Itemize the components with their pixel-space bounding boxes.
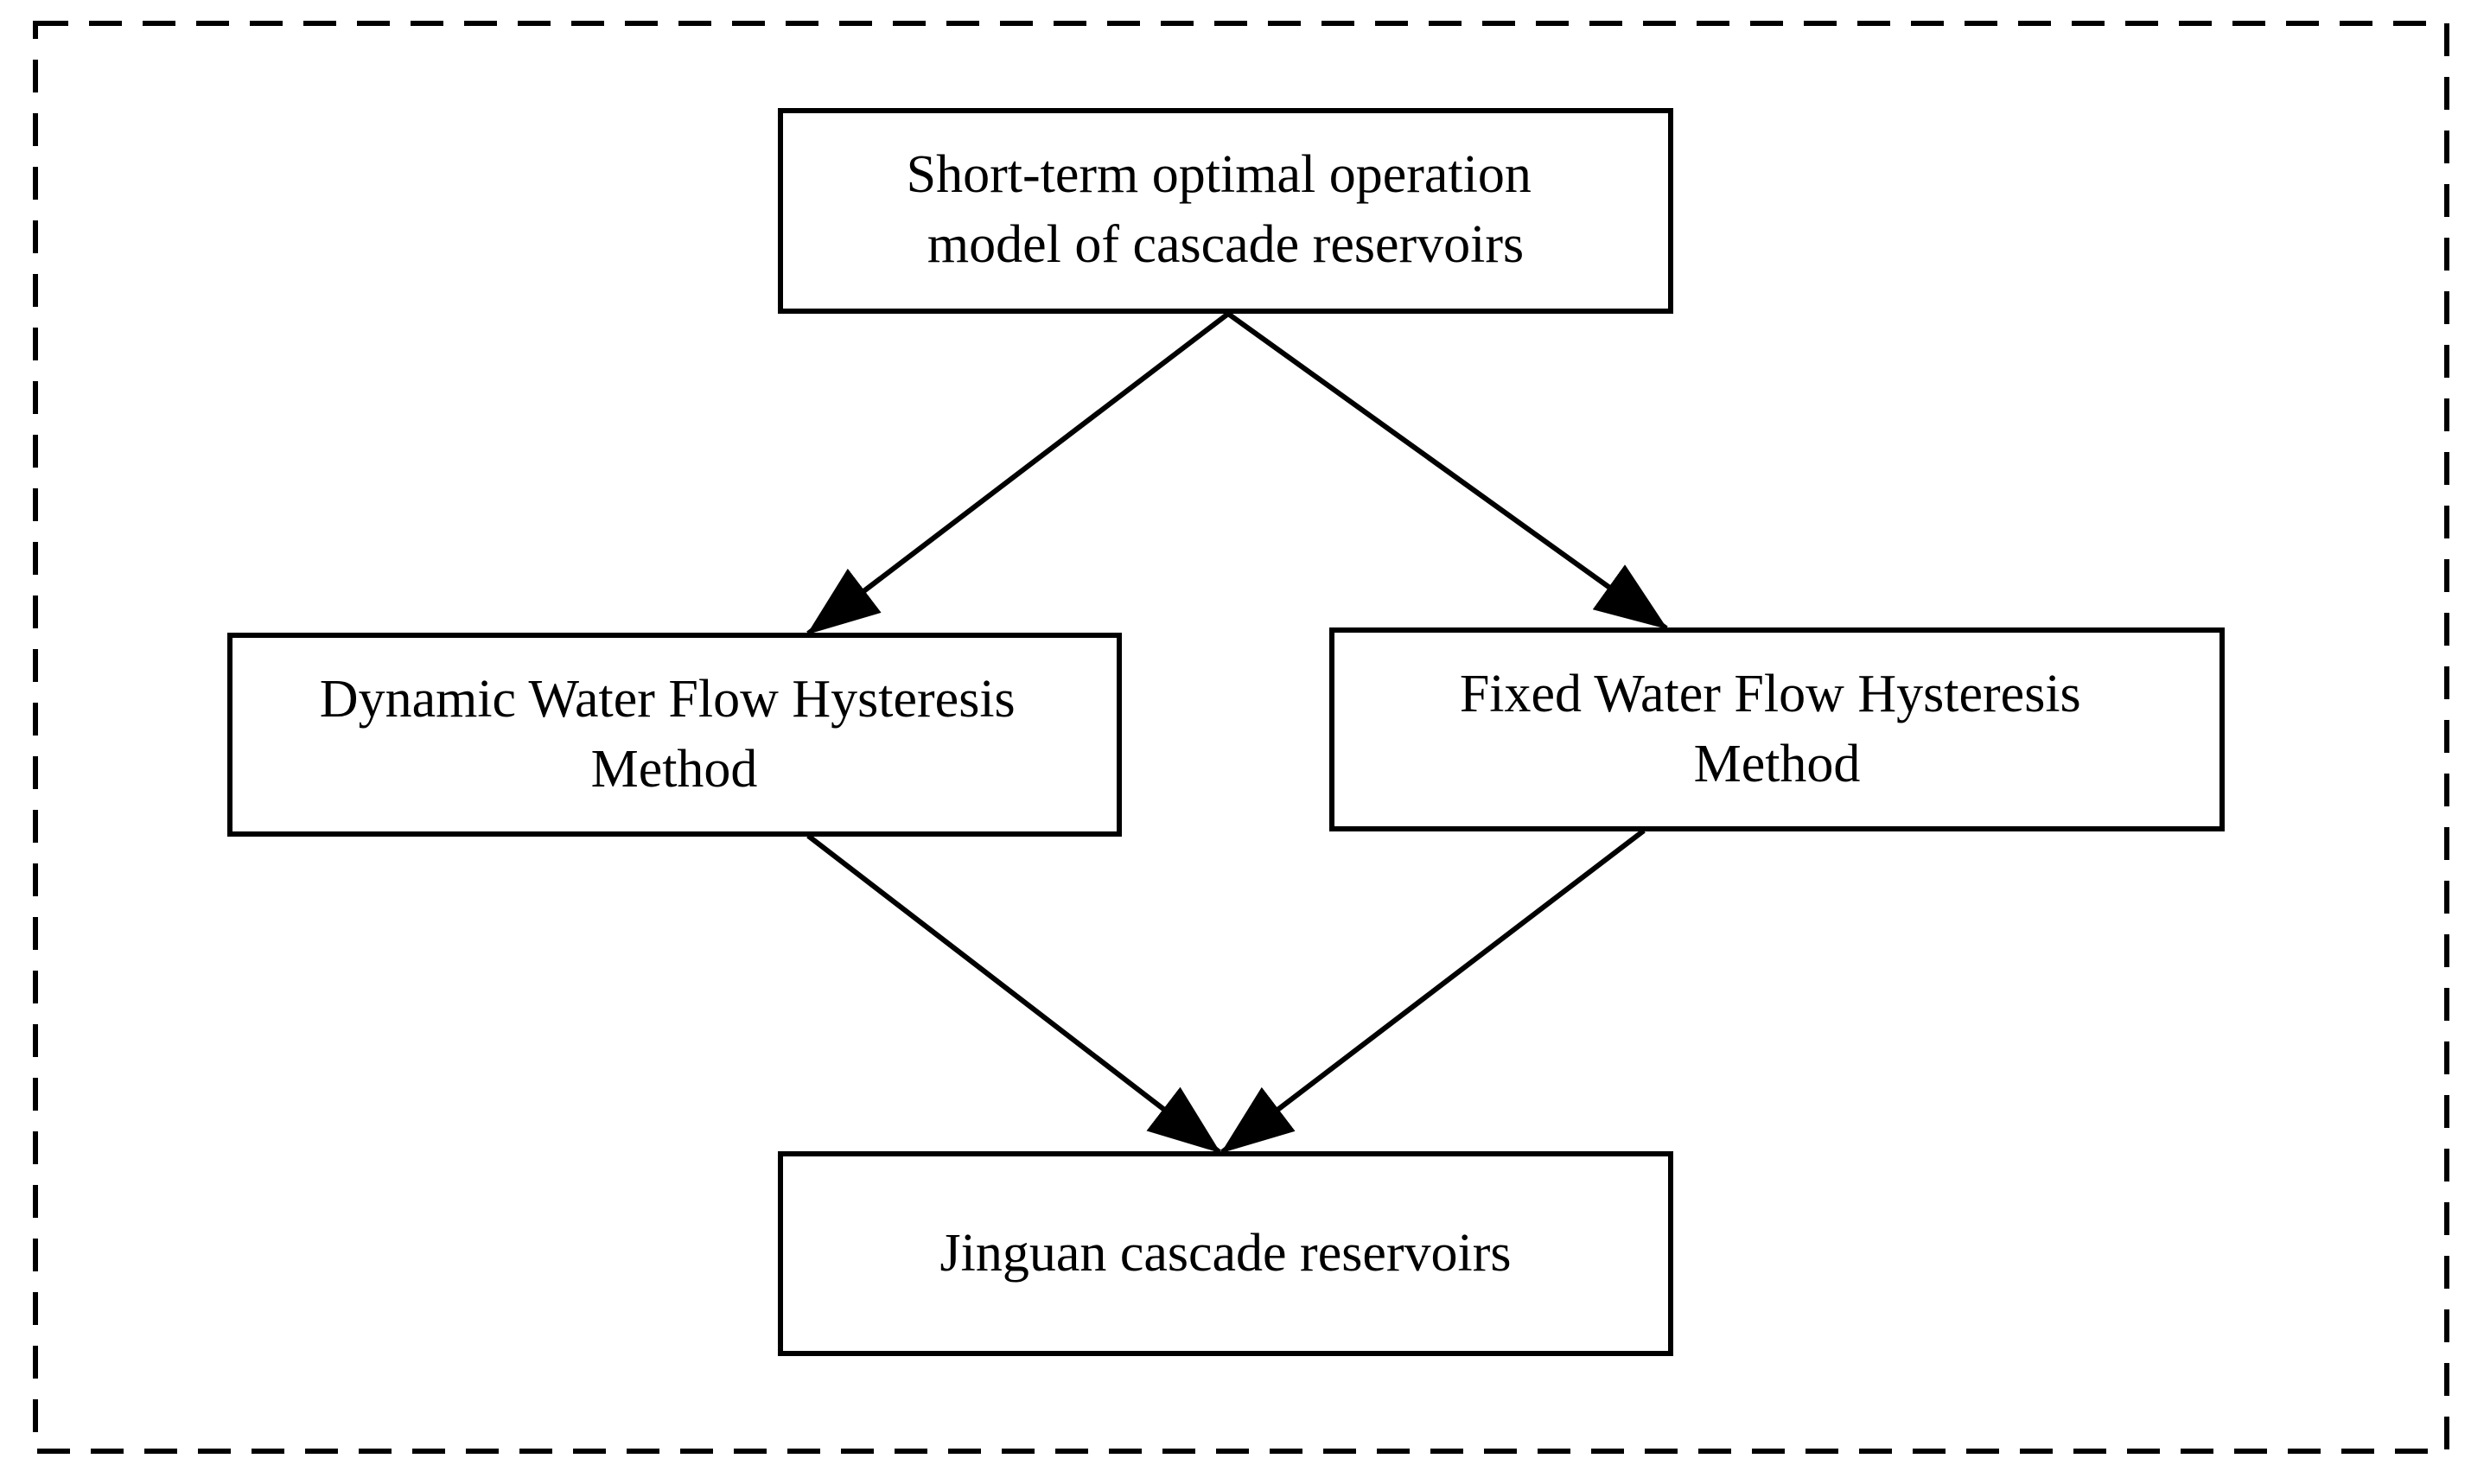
node-jinguan-line-1: Jinguan cascade reservoirs — [939, 1224, 1511, 1283]
node-fixed-line-2: Method — [1694, 735, 1861, 793]
svg-text:Fixed Water Flow Hysteresis: Fixed Water Flow Hysteresis Method — [1460, 665, 2094, 793]
svg-text:Jinguan cascade reservoirs: Jinguan cascade reservoirs — [939, 1224, 1511, 1283]
node-fixed-line-1: Fixed Water Flow Hysteresis — [1460, 665, 2081, 723]
dashed-frame — [33, 21, 2449, 1454]
edge-model-to-fixed — [1226, 311, 1668, 631]
node-model: Short-term optimal operation model of ca… — [778, 108, 1673, 314]
svg-text:Short-term optimal operation: Short-term optimal operation model of ca… — [907, 145, 1545, 274]
edge-model-to-dynamic — [806, 311, 1230, 636]
node-model-line-1: Short-term optimal operation — [907, 145, 1532, 204]
node-dynamic: Dynamic Water Flow Hysteresis Method — [227, 633, 1122, 837]
node-jinguan: Jinguan cascade reservoirs — [778, 1151, 1673, 1356]
node-dynamic-line-2: Method — [591, 740, 758, 799]
node-model-line-2: model of cascade reservoirs — [927, 215, 1524, 274]
node-dynamic-line-1: Dynamic Water Flow Hysteresis — [320, 670, 1016, 729]
node-fixed: Fixed Water Flow Hysteresis Method — [1329, 627, 2225, 831]
svg-text:Dynamic Water Flow Hysteresis: Dynamic Water Flow Hysteresis Method — [320, 670, 1029, 799]
edge-fixed-to-jinguan — [1220, 828, 1646, 1155]
edge-dynamic-to-jinguan — [806, 833, 1221, 1155]
